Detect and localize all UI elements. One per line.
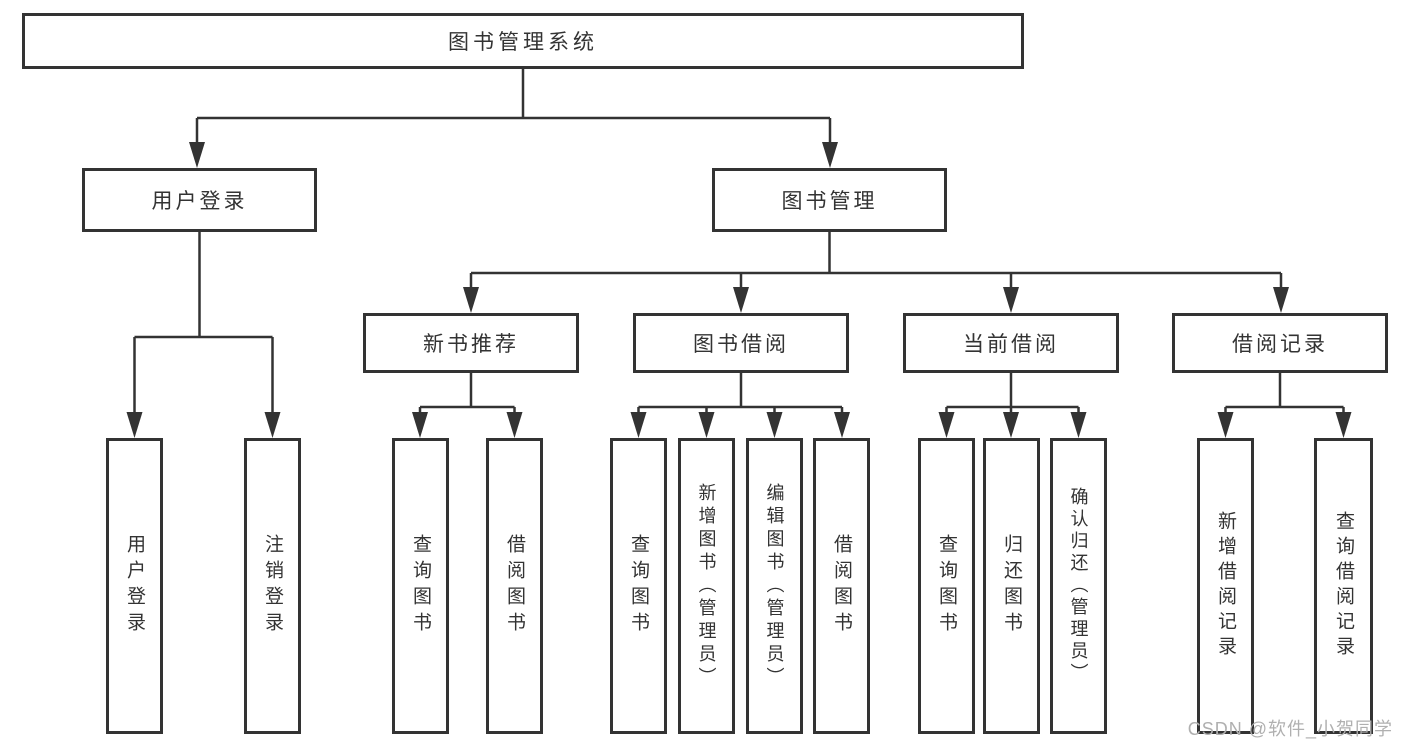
node-leaf-borrow-books-recommend: 借阅图书 bbox=[486, 438, 543, 734]
node-borrowing-records: 借阅记录 bbox=[1172, 313, 1388, 373]
node-leaf-logout: 注销登录 bbox=[244, 438, 301, 734]
node-leaf-user-login: 用户登录 bbox=[106, 438, 163, 734]
node-leaf-edit-book-admin: 编辑图书（管理员） bbox=[746, 438, 803, 734]
node-leaf-query-borrow-record: 查询借阅记录 bbox=[1314, 438, 1373, 734]
node-leaf-borrow-books: 借阅图书 bbox=[813, 438, 870, 734]
node-leaf-confirm-return-admin: 确认归还（管理员） bbox=[1050, 438, 1107, 734]
node-leaf-return-book: 归还图书 bbox=[983, 438, 1040, 734]
node-new-book-recommend: 新书推荐 bbox=[363, 313, 579, 373]
node-leaf-query-books-recommend: 查询图书 bbox=[392, 438, 449, 734]
node-leaf-query-books-borrowing: 查询图书 bbox=[610, 438, 667, 734]
node-book-management: 图书管理 bbox=[712, 168, 947, 232]
node-leaf-add-borrow-record: 新增借阅记录 bbox=[1197, 438, 1254, 734]
node-root-library-system: 图书管理系统 bbox=[22, 13, 1024, 69]
node-leaf-query-books-current: 查询图书 bbox=[918, 438, 975, 734]
node-book-borrowing: 图书借阅 bbox=[633, 313, 849, 373]
node-leaf-add-book-admin: 新增图书（管理员） bbox=[678, 438, 735, 734]
node-user-login: 用户登录 bbox=[82, 168, 317, 232]
node-current-borrowing: 当前借阅 bbox=[903, 313, 1119, 373]
csdn-watermark: CSDN @软件_小贺同学 bbox=[1187, 719, 1393, 739]
